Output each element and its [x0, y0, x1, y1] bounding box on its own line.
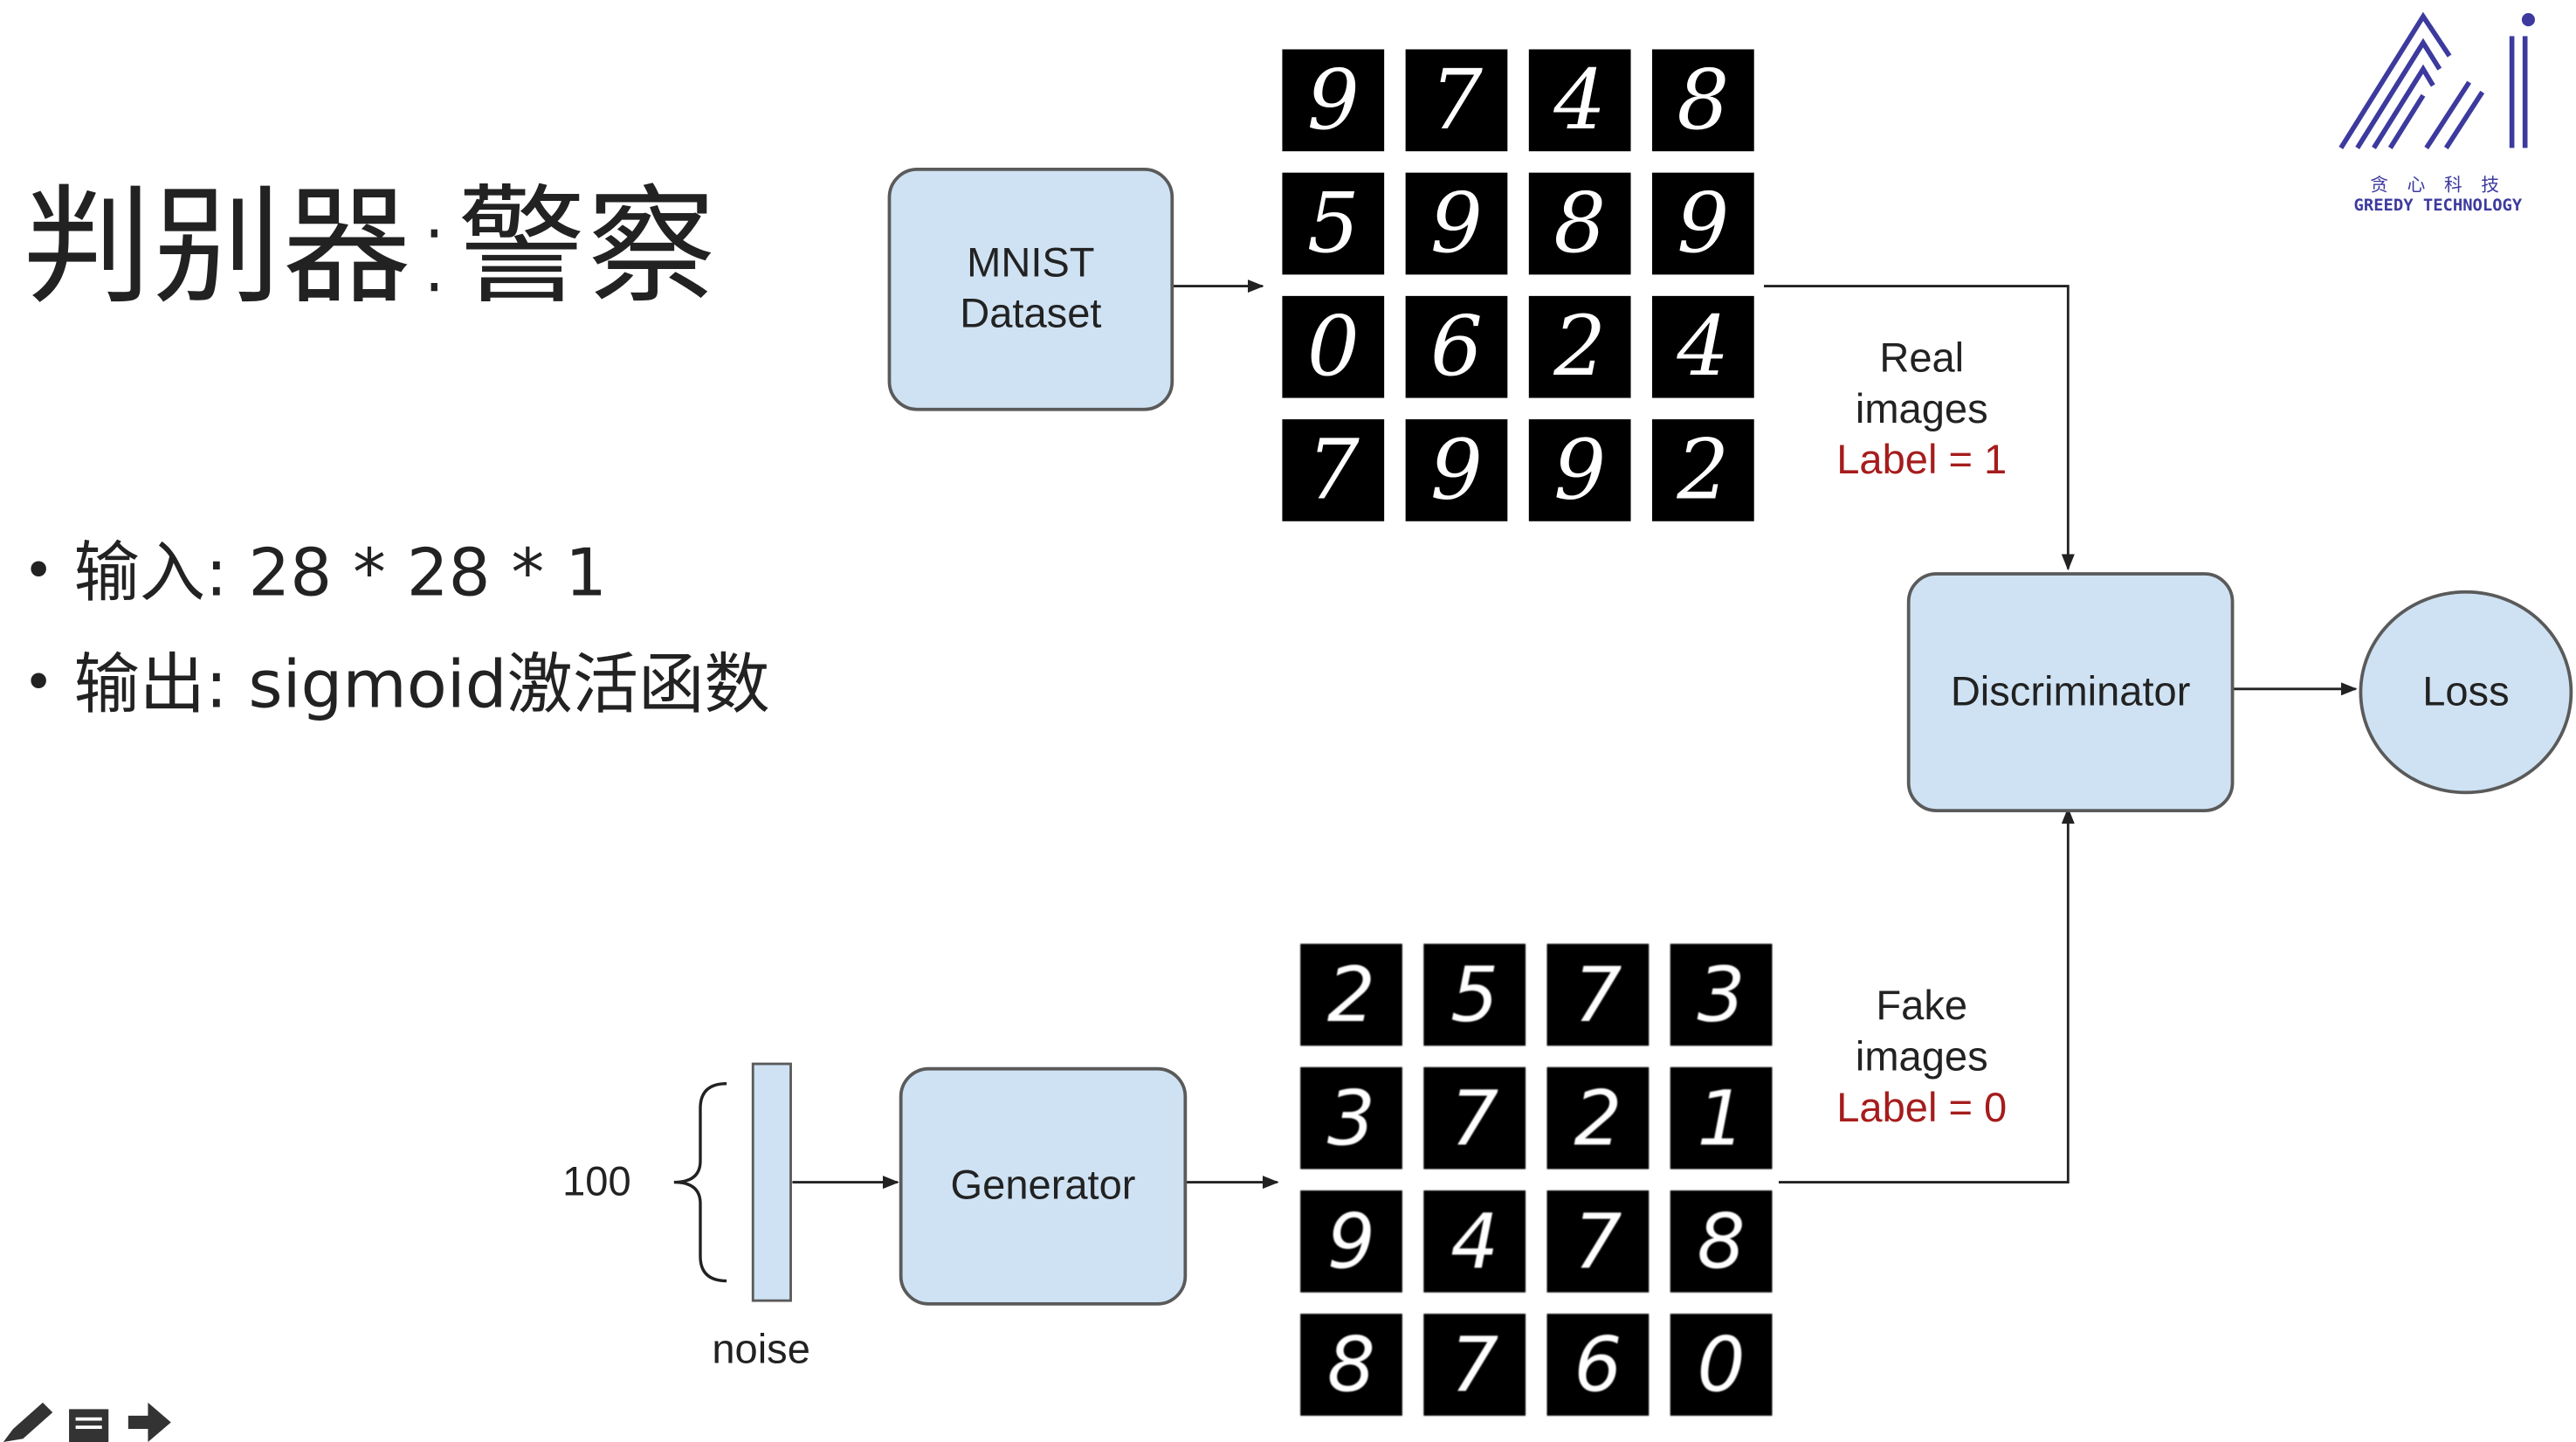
digit-image: 7	[1546, 1190, 1650, 1293]
digit-image: 8	[1652, 49, 1754, 152]
digit-image: 3	[1300, 1066, 1402, 1169]
real-images-text: Real images	[1855, 335, 1988, 433]
noise-vector	[751, 1062, 792, 1302]
digit-image: 7	[1423, 1314, 1526, 1416]
digit-image: 9	[1652, 172, 1754, 275]
digit-image: 7	[1282, 419, 1385, 521]
digit-image: 9	[1282, 49, 1385, 152]
digit-image: 0	[1282, 295, 1385, 398]
digit-image: 2	[1652, 419, 1754, 521]
bullet-output: • 输出: sigmoid激活函数	[23, 631, 769, 727]
digit-image: 6	[1405, 295, 1508, 398]
digit-image: 6	[1546, 1314, 1650, 1416]
mnist-dataset-box: MNIST Dataset	[887, 168, 1174, 411]
bullet-input-text: 输入: 28 * 28 * 1	[73, 535, 608, 612]
fake-label-text: Label = 0	[1836, 1085, 2008, 1132]
digit-image: 7	[1405, 49, 1508, 152]
bullet-input: • 输入: 28 * 28 * 1	[23, 520, 607, 615]
pen-icon[interactable]	[0, 1398, 56, 1442]
arrow-right-icon[interactable]	[125, 1398, 174, 1442]
real-label-text: Label = 1	[1836, 437, 2008, 484]
digit-image: 9	[1405, 419, 1508, 521]
noise-label: noise	[712, 1327, 810, 1373]
real-images-caption: Real images Label = 1	[1815, 334, 2028, 486]
digit-image: 2	[1300, 943, 1402, 1046]
digit-image: 4	[1423, 1190, 1526, 1293]
slide-controls	[0, 1397, 184, 1442]
generator-box: Generator	[899, 1066, 1188, 1306]
ai-logo-mark-icon	[2338, 11, 2535, 149]
digit-image: 5	[1282, 172, 1385, 275]
digit-image: 9	[1300, 1190, 1402, 1293]
bullet-output-text: 输出: sigmoid激活函数	[73, 647, 770, 724]
digit-image: 9	[1405, 172, 1508, 275]
loss-circle: Loss	[2359, 590, 2573, 795]
noise-brace	[673, 1081, 727, 1283]
digit-image: 2	[1528, 295, 1631, 398]
digit-image: 5	[1423, 943, 1526, 1046]
digit-image: 7	[1423, 1066, 1526, 1169]
logo-english-text: GREEDY TECHNOLOGY	[2353, 197, 2523, 216]
notes-icon[interactable]	[65, 1398, 114, 1442]
greedy-technology-logo: 贪 心 科 技 GREEDY TECHNOLOGY	[2331, 7, 2545, 224]
digit-image: 2	[1546, 1066, 1650, 1169]
digit-image: 0	[1670, 1314, 1773, 1416]
digit-image: 1	[1670, 1066, 1773, 1169]
digit-image: 3	[1670, 943, 1773, 1046]
digit-image: 9	[1528, 419, 1631, 521]
digit-image: 8	[1670, 1190, 1773, 1293]
digit-image: 7	[1546, 943, 1650, 1046]
logo-chinese-text: 贪 心 科 技	[2370, 174, 2506, 197]
fake-images-text: Fake images	[1855, 983, 1988, 1080]
bullet-dot: •	[23, 651, 54, 714]
digit-image: 8	[1528, 172, 1631, 275]
arrow-fake-to-discriminator	[1778, 807, 2075, 1184]
arrow-real-to-discriminator	[1764, 285, 2075, 571]
bullet-dot: •	[23, 539, 54, 603]
digit-image: 4	[1652, 295, 1754, 398]
fake-images-caption: Fake images Label = 0	[1815, 982, 2028, 1135]
digit-image: 4	[1528, 49, 1631, 152]
digit-image: 8	[1300, 1314, 1402, 1416]
noise-size-label: 100	[562, 1159, 631, 1205]
slide-title: 判别器:警察	[23, 174, 718, 322]
discriminator-box: Discriminator	[1906, 572, 2235, 813]
